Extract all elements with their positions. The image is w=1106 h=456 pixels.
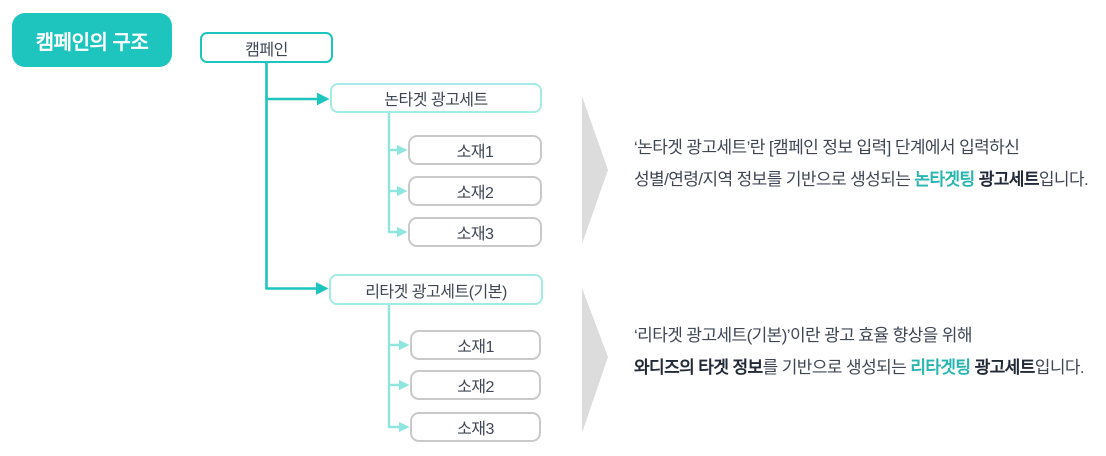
- description-bold: 광고세트: [970, 358, 1036, 377]
- description-bold: 와디즈의 타겟 정보: [634, 358, 763, 377]
- description-text: 성별/연령/지역 정보를 기반으로 생성되는: [634, 170, 915, 189]
- creative-node: 소재2: [408, 176, 542, 206]
- retarget-description-line1: ‘리타겟 광고세트(기본)’이란 광고 효율 향상을 위해: [634, 320, 1094, 352]
- description-text: 를 기반으로 생성되는: [762, 358, 911, 377]
- description-text: ‘리타겟 광고세트(기본)’이란 광고 효율 향상을 위해: [634, 326, 973, 345]
- nontarget-adset-label: 논타겟 광고세트: [384, 92, 488, 109]
- arrowhead-right-icon: [397, 144, 408, 156]
- arrowhead-right-icon: [317, 92, 330, 106]
- retarget-items-connector: [387, 305, 410, 433]
- nontarget-description-line2: 성별/연령/지역 정보를 기반으로 생성되는 논타겟팅 광고세트입니다.: [634, 164, 1094, 196]
- nontarget-description: ‘논타겟 광고세트’란 [캠페인 정보 입력] 단계에서 입력하신 성별/연령/…: [634, 132, 1094, 196]
- creative-label: 소재2: [457, 379, 494, 396]
- nontarget-adset-node: 논타겟 광고세트: [330, 83, 542, 113]
- description-text: 입니다.: [1038, 170, 1089, 189]
- retarget-description: ‘리타겟 광고세트(기본)’이란 광고 효율 향상을 위해 와디즈의 타겟 정보…: [634, 320, 1094, 384]
- creative-node: 소재3: [408, 217, 542, 247]
- creative-label: 소재3: [456, 226, 494, 243]
- description-highlight: 논타겟팅: [914, 170, 975, 189]
- creative-node: 소재1: [410, 330, 541, 360]
- flow-arrow-icon: [582, 96, 608, 244]
- campaign-node-label: 캠페인: [245, 41, 288, 59]
- description-bold: 광고세트: [974, 170, 1040, 189]
- arrowhead-right-icon: [399, 339, 410, 351]
- retarget-adset-label: 리타겟 광고세트(기본): [365, 283, 507, 301]
- creative-label: 소재1: [457, 339, 494, 356]
- arrowhead-right-icon: [397, 185, 408, 197]
- arrowhead-right-icon: [399, 379, 410, 391]
- description-text: 입니다.: [1034, 358, 1085, 377]
- arrowhead-right-icon: [397, 226, 408, 238]
- campaign-node: 캠페인: [200, 32, 333, 63]
- creative-node: 소재2: [410, 370, 541, 400]
- arrowhead-right-icon: [316, 282, 329, 295]
- arrowhead-right-icon: [399, 421, 410, 433]
- root-connector: [265, 63, 330, 295]
- title-badge-label: 캠페인의 구조: [35, 31, 149, 54]
- description-highlight: 리타겟팅: [910, 358, 971, 377]
- retarget-description-line2: 와디즈의 타겟 정보를 기반으로 생성되는 리타겟팅 광고세트입니다.: [634, 352, 1094, 384]
- creative-label: 소재3: [457, 421, 494, 438]
- retarget-adset-node: 리타겟 광고세트(기본): [329, 274, 543, 305]
- description-text: ‘논타겟 광고세트’란 [캠페인 정보 입력] 단계에서 입력하신: [634, 138, 1020, 157]
- nontarget-items-connector: [387, 113, 408, 238]
- flow-arrow-icon: [582, 288, 608, 433]
- title-badge: 캠페인의 구조: [12, 13, 172, 67]
- creative-label: 소재2: [456, 185, 494, 202]
- creative-node: 소재1: [408, 135, 542, 165]
- creative-label: 소재1: [456, 144, 494, 161]
- creative-node: 소재3: [410, 412, 541, 442]
- nontarget-description-line1: ‘논타겟 광고세트’란 [캠페인 정보 입력] 단계에서 입력하신: [634, 132, 1094, 164]
